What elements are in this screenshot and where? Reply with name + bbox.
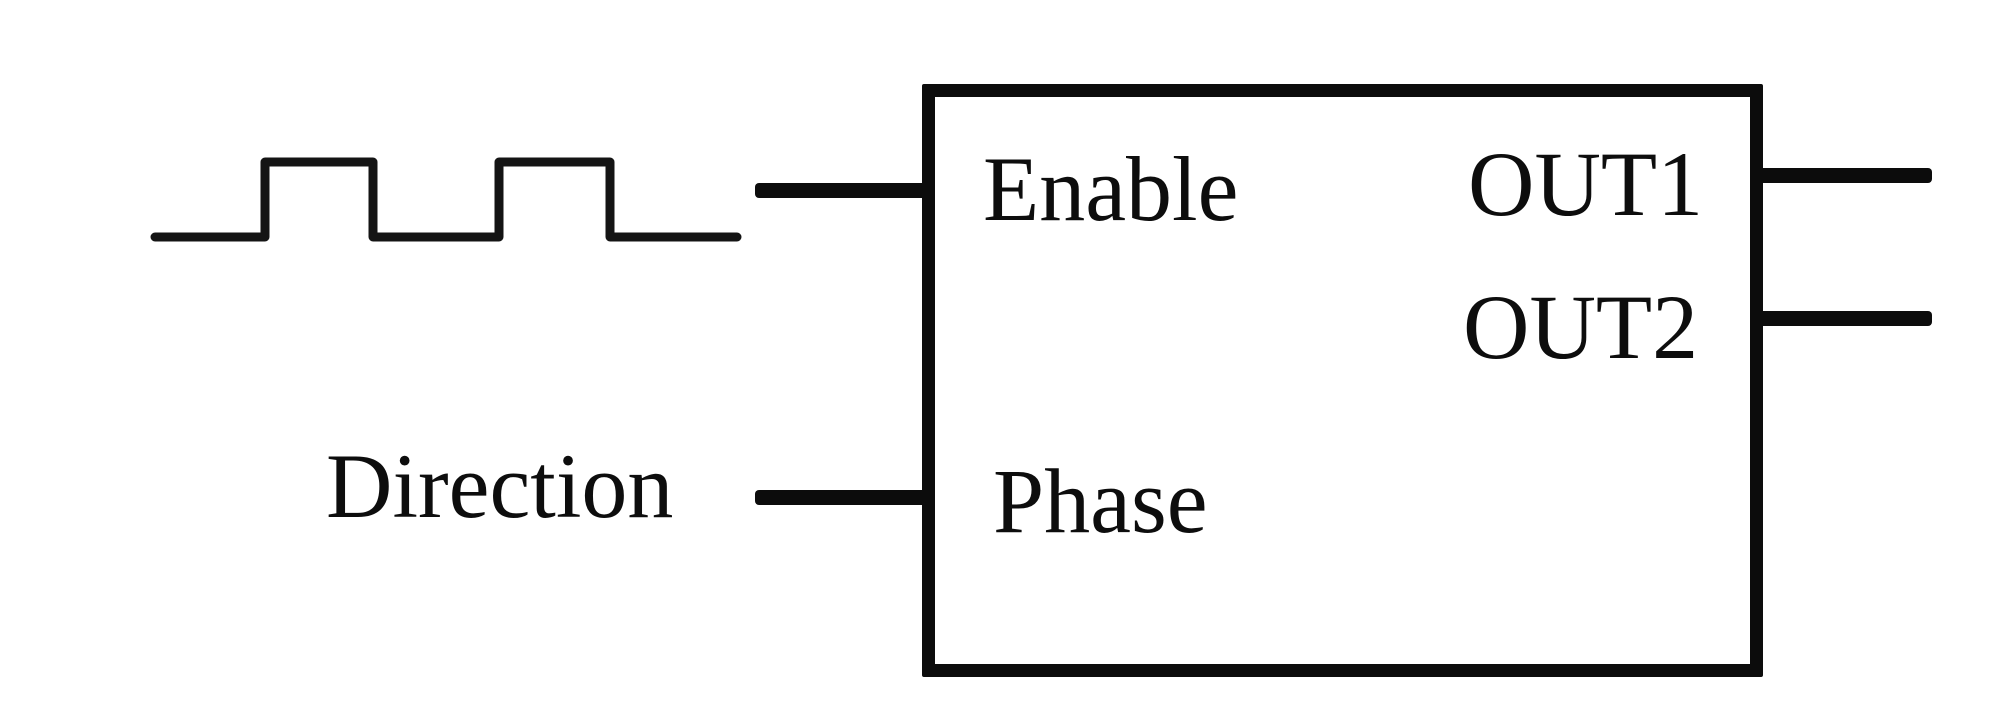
function-block [922, 84, 1763, 677]
out1-pin-label: OUT1 [1468, 133, 1704, 235]
direction-label: Direction [326, 435, 674, 537]
phase-pin-label: Phase [993, 450, 1208, 552]
enable-input-wire [755, 183, 935, 198]
out2-output-wire [1750, 311, 1932, 326]
out2-pin-label: OUT2 [1463, 276, 1699, 378]
enable-pin-label: Enable [983, 138, 1239, 240]
phase-input-wire [755, 490, 935, 505]
pulse-train-waveform-icon [150, 157, 742, 242]
out1-output-wire [1750, 168, 1932, 183]
